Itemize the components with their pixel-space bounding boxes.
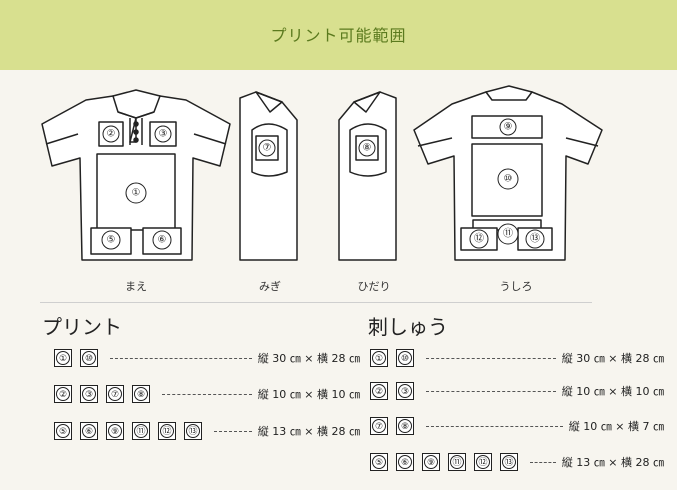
position-box: ⑦ xyxy=(370,417,388,435)
header-bar: プリント可能範囲 xyxy=(0,0,677,70)
size-label: 縦 10 ㎝ × 横 10 ㎝ xyxy=(257,388,360,401)
position-box: ⑦ xyxy=(106,385,124,403)
position-number: ⑩ xyxy=(398,351,412,365)
position-box: ⑩ xyxy=(80,349,98,367)
view-label-front: まえ xyxy=(125,280,147,293)
position-box: ⑧ xyxy=(396,417,414,435)
position-number: ① xyxy=(372,351,386,365)
position-box: ⑫ xyxy=(474,453,492,471)
position-box: ① xyxy=(370,349,388,367)
size-label: 縦 10 ㎝ × 横 7 ㎝ xyxy=(568,420,664,433)
shirt-diagrams: ② ③ ① ⑤ ⑥ ⑦ ⑧ ⑨ ⑩ ⑪ ⑫ ⑬ xyxy=(41,85,603,261)
position-number: ⑤ xyxy=(372,455,386,469)
size-label: 縦 13 ㎝ × 横 28 ㎝ xyxy=(257,425,360,438)
position-box: ⑨ xyxy=(106,422,124,440)
position-number: ⑪ xyxy=(450,455,464,469)
front-number: ⑤ xyxy=(107,235,116,246)
size-label: 縦 13 ㎝ × 横 28 ㎝ xyxy=(561,456,664,469)
divider xyxy=(40,302,592,303)
back-number: ⑬ xyxy=(530,233,540,245)
back-number: ⑫ xyxy=(474,233,484,245)
front-number: ① xyxy=(132,188,141,199)
position-box: ② xyxy=(54,385,72,403)
position-box: ⑤ xyxy=(54,422,72,440)
position-box: ⑨ xyxy=(422,453,440,471)
front-number: ③ xyxy=(159,129,168,140)
embroidery-section-title: 刺しゅう xyxy=(368,315,448,339)
back-number: ⑨ xyxy=(504,122,513,133)
position-box: ⑥ xyxy=(80,422,98,440)
position-number: ⑧ xyxy=(398,419,412,433)
position-box: ⑧ xyxy=(132,385,150,403)
right-number: ⑦ xyxy=(263,143,272,154)
leader-line xyxy=(530,461,556,463)
back-number: ⑩ xyxy=(504,174,513,185)
position-number: ⑫ xyxy=(160,424,174,438)
size-label: 縦 30 ㎝ × 横 28 ㎝ xyxy=(561,352,664,365)
position-number: ⑨ xyxy=(424,455,438,469)
position-number: ⑪ xyxy=(134,424,148,438)
leader-line xyxy=(110,357,252,359)
position-box: ⑤ xyxy=(370,453,388,471)
position-number: ⑩ xyxy=(82,351,96,365)
position-box: ② xyxy=(370,382,388,400)
position-number: ① xyxy=(56,351,70,365)
leader-line xyxy=(426,357,556,359)
position-box: ⑥ xyxy=(396,453,414,471)
leader-line xyxy=(162,393,252,395)
position-number: ③ xyxy=(398,384,412,398)
position-number: ⑥ xyxy=(398,455,412,469)
leader-line xyxy=(214,430,252,432)
position-number: ② xyxy=(56,387,70,401)
position-number: ⑬ xyxy=(186,424,200,438)
view-label-left: ひだり xyxy=(357,280,391,293)
leader-line xyxy=(426,390,556,392)
left-number: ⑧ xyxy=(363,143,372,154)
view-label-back: うしろ xyxy=(499,280,533,293)
front-shirt xyxy=(41,89,231,261)
page-title: プリント可能範囲 xyxy=(270,26,407,45)
size-label: 縦 10 ㎝ × 横 10 ㎝ xyxy=(561,385,664,398)
position-number: ⑦ xyxy=(372,419,386,433)
position-number: ⑫ xyxy=(476,455,490,469)
position-number: ⑥ xyxy=(82,424,96,438)
position-box: ⑪ xyxy=(132,422,150,440)
position-box: ③ xyxy=(396,382,414,400)
position-number: ⑧ xyxy=(134,387,148,401)
position-box: ③ xyxy=(80,385,98,403)
view-label-right: みぎ xyxy=(259,280,281,293)
position-number: ② xyxy=(372,384,386,398)
position-number: ⑬ xyxy=(502,455,516,469)
position-box: ⑬ xyxy=(184,422,202,440)
print-section-title: プリント xyxy=(42,315,122,339)
front-number: ② xyxy=(107,129,116,140)
position-box: ⑫ xyxy=(158,422,176,440)
position-box: ① xyxy=(54,349,72,367)
front-number: ⑥ xyxy=(158,235,167,246)
position-box: ⑩ xyxy=(396,349,414,367)
position-number: ③ xyxy=(82,387,96,401)
size-label: 縦 30 ㎝ × 横 28 ㎝ xyxy=(257,352,360,365)
leader-line xyxy=(426,425,563,427)
left-side-shirt xyxy=(338,91,397,261)
position-number: ⑨ xyxy=(108,424,122,438)
right-side-shirt xyxy=(239,91,298,261)
position-number: ⑦ xyxy=(108,387,122,401)
position-number: ⑤ xyxy=(56,424,70,438)
back-number: ⑪ xyxy=(503,228,513,240)
position-box: ⑬ xyxy=(500,453,518,471)
position-box: ⑪ xyxy=(448,453,466,471)
